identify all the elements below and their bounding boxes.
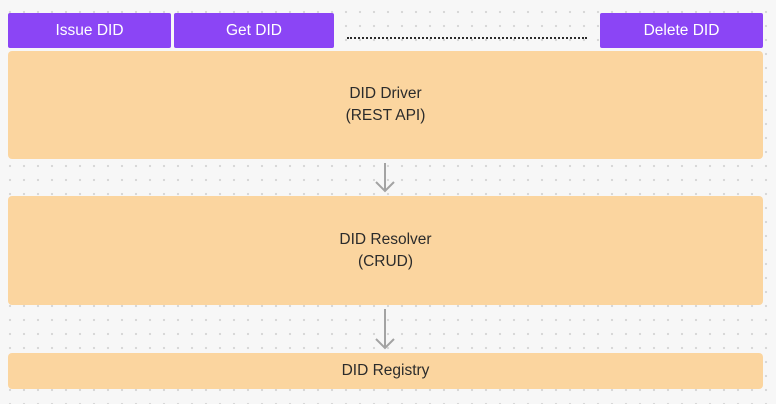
did-registry-title: DID Registry <box>341 362 430 379</box>
did-driver-subtitle: (REST API) <box>345 107 426 124</box>
did-driver-layer: DID Driver (REST API) <box>8 51 763 159</box>
did-resolver-layer: DID Resolver (CRUD) <box>8 196 763 305</box>
arrow-down-icon <box>375 309 395 350</box>
did-registry-layer: DID Registry <box>8 353 763 389</box>
did-resolver-subtitle: (CRUD) <box>357 252 414 270</box>
did-resolver-title: DID Resolver <box>339 230 432 248</box>
get-did-button[interactable]: Get DID <box>174 13 334 48</box>
did-driver-title: DID Driver <box>349 85 422 102</box>
arrow-down-icon <box>375 163 395 193</box>
issue-did-button[interactable]: Issue DID <box>8 13 171 48</box>
more-operations-ellipsis <box>347 37 587 39</box>
delete-did-button[interactable]: Delete DID <box>600 13 763 48</box>
